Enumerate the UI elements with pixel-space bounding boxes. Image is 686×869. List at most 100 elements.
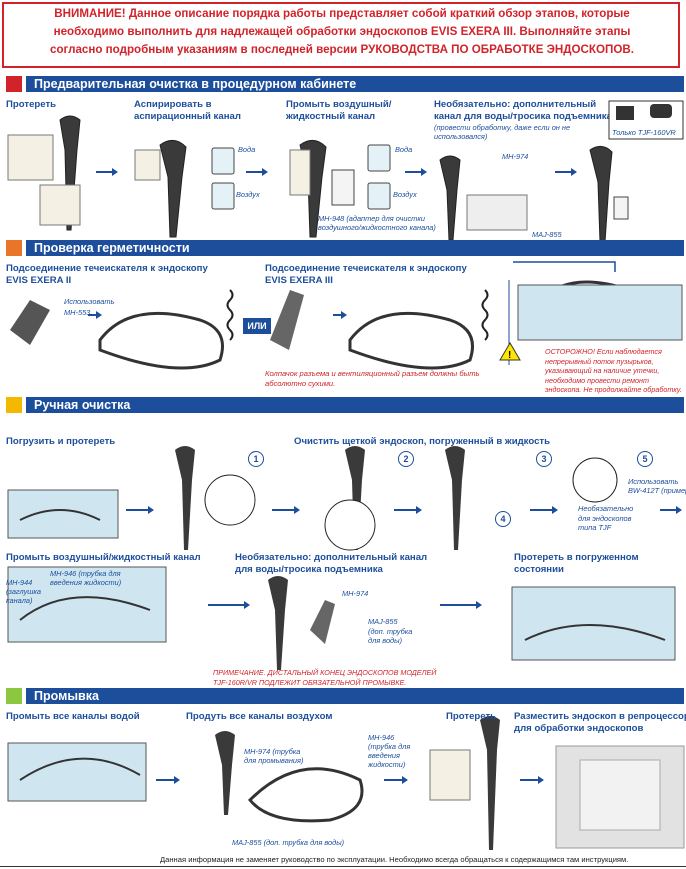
- label-mh948: MH-948 (адаптер для очистки: [318, 214, 425, 223]
- label-mh946: (трубка для: [368, 742, 411, 751]
- step-title: Очистить щеткой эндоскоп, погруженный в …: [294, 436, 551, 447]
- label-air: Воздух: [236, 190, 260, 199]
- label-bw412t: BW-412T (пример): [628, 486, 686, 495]
- step-title: для воды/тросика подъемника: [235, 564, 383, 575]
- caution-line: необходимо провести ремонт: [545, 375, 649, 385]
- label-maj855: (доп. трубка: [368, 627, 413, 636]
- label-optional: Необязательно: [578, 504, 634, 513]
- label-use: Использовать: [64, 297, 115, 306]
- label-mh946: MH-946: [368, 733, 395, 742]
- arrow-right-icon: [156, 776, 180, 784]
- arrow-right-icon: [405, 168, 427, 176]
- step-title: Необязательно: дополнительный: [434, 99, 597, 110]
- label-mh948: воздушного/жидкостного канала): [318, 223, 436, 232]
- step-title: Погрузить и протереть: [6, 436, 116, 447]
- step-title: Промыть воздушный/: [286, 99, 392, 110]
- step-title: Протереть: [446, 711, 497, 722]
- step-title: Необязательно: дополнительный канал: [235, 552, 428, 563]
- step-number: 2: [398, 451, 414, 467]
- beaker-illustration: [211, 144, 391, 210]
- step-number: 1: [248, 451, 264, 467]
- note-text: ПРИМЕЧАНИЕ. ДИСТАЛЬНЫЙ КОНЕЦ ЭНДОСКОПОВ …: [213, 668, 437, 677]
- step-title: Подсоединение течеискателя к эндоскопу: [6, 263, 208, 274]
- label-mh944: (заглушка: [6, 587, 42, 596]
- caution-text: ОСТОРОЖНО! Если наблюдается непрерывный …: [545, 347, 682, 395]
- caution-line: эндоскопа. Не продолжайте обработку.: [545, 385, 682, 394]
- arrow-right-icon: [333, 311, 347, 319]
- arrow-right-icon: [96, 168, 118, 176]
- glove-illustration: [7, 134, 311, 226]
- section-title-precleaning: Предварительная очистка в процедурном ка…: [26, 76, 684, 92]
- step-title: EVIS EXERA III: [265, 275, 333, 286]
- step-title: Промыть все каналы водой: [6, 711, 140, 722]
- cap-note: абсолютно сухими.: [265, 379, 336, 388]
- or-badge: ИЛИ: [243, 318, 271, 334]
- warning-line: согласно подробным указаниям в последней…: [50, 43, 634, 56]
- warning-line: ВНИМАНИЕ! Данное описание порядка работы…: [54, 7, 630, 20]
- arrow-right-icon: [520, 776, 544, 784]
- label-only-tjf: Только TJF-160VR: [612, 128, 676, 137]
- label-air: Воздух: [393, 190, 417, 199]
- svg-text:!: !: [508, 350, 511, 361]
- section-title-leak-test: Проверка герметичности: [26, 240, 684, 256]
- step-number: 5: [637, 451, 653, 467]
- arrow-right-icon: [208, 601, 250, 609]
- label-maj855: MAJ-855: [368, 617, 398, 626]
- step-title: канал для воды/тросика подъемника: [434, 111, 612, 122]
- step-title: EVIS EXERA II: [6, 275, 72, 286]
- footer-divider: [0, 866, 686, 867]
- arrow-right-icon: [530, 506, 558, 514]
- label-mh974: для промывания): [244, 756, 304, 765]
- label-mh946: жидкости): [368, 760, 406, 769]
- arrow-right-icon: [246, 168, 268, 176]
- note: использовался): [434, 132, 488, 141]
- step-title: для обработки эндоскопов: [514, 723, 644, 734]
- step-title: Аспирировать в: [134, 99, 212, 110]
- section-marker-green: [6, 688, 22, 704]
- step-title: Протереть: [6, 99, 57, 110]
- label-use: Использовать: [628, 477, 679, 486]
- arrow-right-icon: [555, 168, 577, 176]
- label-mh944: канала): [6, 596, 33, 605]
- label-mh946: введения: [368, 751, 400, 760]
- arrow-right-icon: [440, 601, 482, 609]
- step-title: Продуть все каналы воздухом: [186, 711, 333, 722]
- label-mh974: MH-974 (трубка: [244, 747, 301, 756]
- step-title: Разместить эндоскоп в репроцессоре: [514, 711, 686, 722]
- step-number: 3: [536, 451, 552, 467]
- label-maj855: MAJ-855 (доп. трубка для воды): [232, 838, 345, 847]
- arrow-right-icon: [272, 506, 300, 514]
- arrow-right-icon: [88, 311, 102, 319]
- section-title-rinsing: Промывка: [26, 688, 684, 704]
- caution-line: ОСТОРОЖНО! Если наблюдается: [545, 347, 662, 356]
- step-title: Подсоединение течеискателя к эндоскопу: [265, 263, 467, 274]
- label-maj855: для воды): [368, 636, 403, 645]
- step-title: аспирационный канал: [134, 111, 241, 122]
- label-mh944: MH-944: [6, 578, 33, 587]
- note-text: TJF-160R/VR ПОДЛЕЖИТ ОБЯЗАТЕЛЬНОЙ ПРОМЫВ…: [213, 678, 407, 687]
- label-mh553: MH-553: [64, 308, 91, 317]
- label-mh946: MH-946 (трубка для: [50, 569, 121, 578]
- label-water: Вода: [395, 145, 413, 154]
- section-marker-orange: [6, 240, 22, 256]
- label-optional: для эндоскопов: [578, 514, 632, 523]
- label-mh946: введения жидкости): [50, 578, 122, 587]
- arrow-right-icon: [394, 506, 422, 514]
- step-title: жидкостный канал: [286, 111, 376, 122]
- label-maj855: MAJ-855: [532, 230, 562, 239]
- label-mh974: MH-974: [502, 152, 529, 161]
- section-title-manual-cleaning: Ручная очистка: [26, 397, 684, 413]
- warning-line: необходимо выполнить для надлежащей обра…: [53, 25, 631, 38]
- step-title: Протереть в погруженном: [514, 552, 639, 563]
- warning-box: [2, 2, 680, 68]
- section-marker-red: [6, 76, 22, 92]
- caution-line: непрерывный поток пузырьков,: [545, 356, 654, 366]
- warning-text: ВНИМАНИЕ! Данное описание порядка работы…: [8, 5, 676, 59]
- section-marker-yellow: [6, 397, 22, 413]
- step-title: Промыть воздушный/жидкостный канал: [6, 552, 201, 563]
- arrow-right-icon: [660, 506, 682, 514]
- note: (провести обработку, даже если он не: [434, 123, 571, 132]
- step-title: состоянии: [514, 564, 564, 575]
- label-optional: типа TJF: [578, 523, 612, 532]
